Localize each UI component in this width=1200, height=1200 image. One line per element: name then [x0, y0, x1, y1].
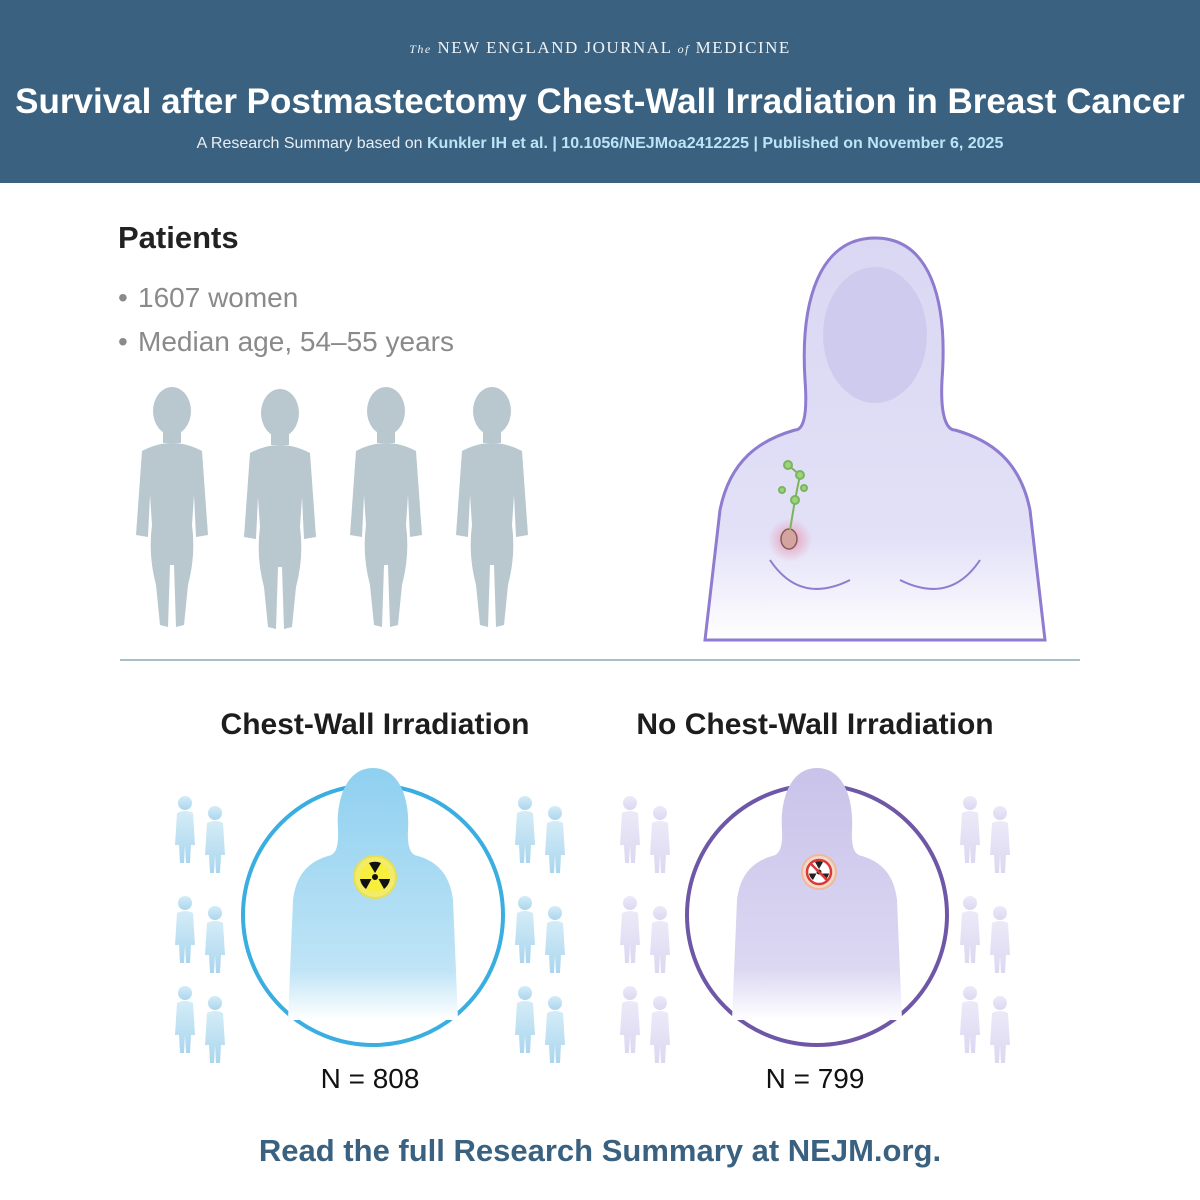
woman-silhouette-1	[136, 387, 208, 627]
patient-count: •1607 women	[118, 282, 299, 313]
torso-illustration	[703, 236, 1047, 642]
citation-line: A Research Summary based on Kunkler IH e…	[196, 135, 1004, 152]
patients-list: •1607 women •Median age, 54–55 years	[118, 280, 454, 368]
published-date: Published on November 6, 2025	[762, 135, 1004, 152]
footer-cta[interactable]: Read the full Research Summary at NEJM.o…	[258, 1133, 942, 1168]
women-silhouettes-illustration	[136, 387, 528, 629]
control-arm-figure	[685, 768, 949, 1047]
arm-n-no-irradiation: N = 799	[765, 1063, 865, 1094]
page-title: Survival after Postmastectomy Chest-Wall…	[15, 82, 1185, 121]
journal-name: The NEW ENGLAND JOURNAL of MEDICINE	[409, 38, 791, 57]
woman-silhouette-2	[244, 389, 316, 629]
woman-silhouette-4	[456, 387, 528, 627]
no-radiation-icon	[801, 854, 837, 890]
arm-title-no-irradiation: No Chest-Wall Irradiation	[636, 708, 994, 741]
patient-age: •Median age, 54–55 years	[118, 326, 454, 357]
woman-silhouette-3	[350, 387, 422, 627]
doi-link[interactable]: 10.1056/NEJMoa2412225	[561, 135, 749, 152]
radiation-icon	[353, 855, 397, 899]
arm-n-irradiation: N = 808	[320, 1063, 420, 1094]
irradiation-arm-figure	[241, 768, 505, 1047]
section-divider	[120, 659, 1080, 661]
arm-title-irradiation: Chest-Wall Irradiation	[220, 708, 530, 741]
lymph-nodes	[778, 460, 808, 531]
header-banner: The NEW ENGLAND JOURNAL of MEDICINE Surv…	[0, 0, 1200, 183]
patients-heading: Patients	[118, 220, 239, 255]
authors-link[interactable]: Kunkler IH et al.	[427, 135, 548, 152]
